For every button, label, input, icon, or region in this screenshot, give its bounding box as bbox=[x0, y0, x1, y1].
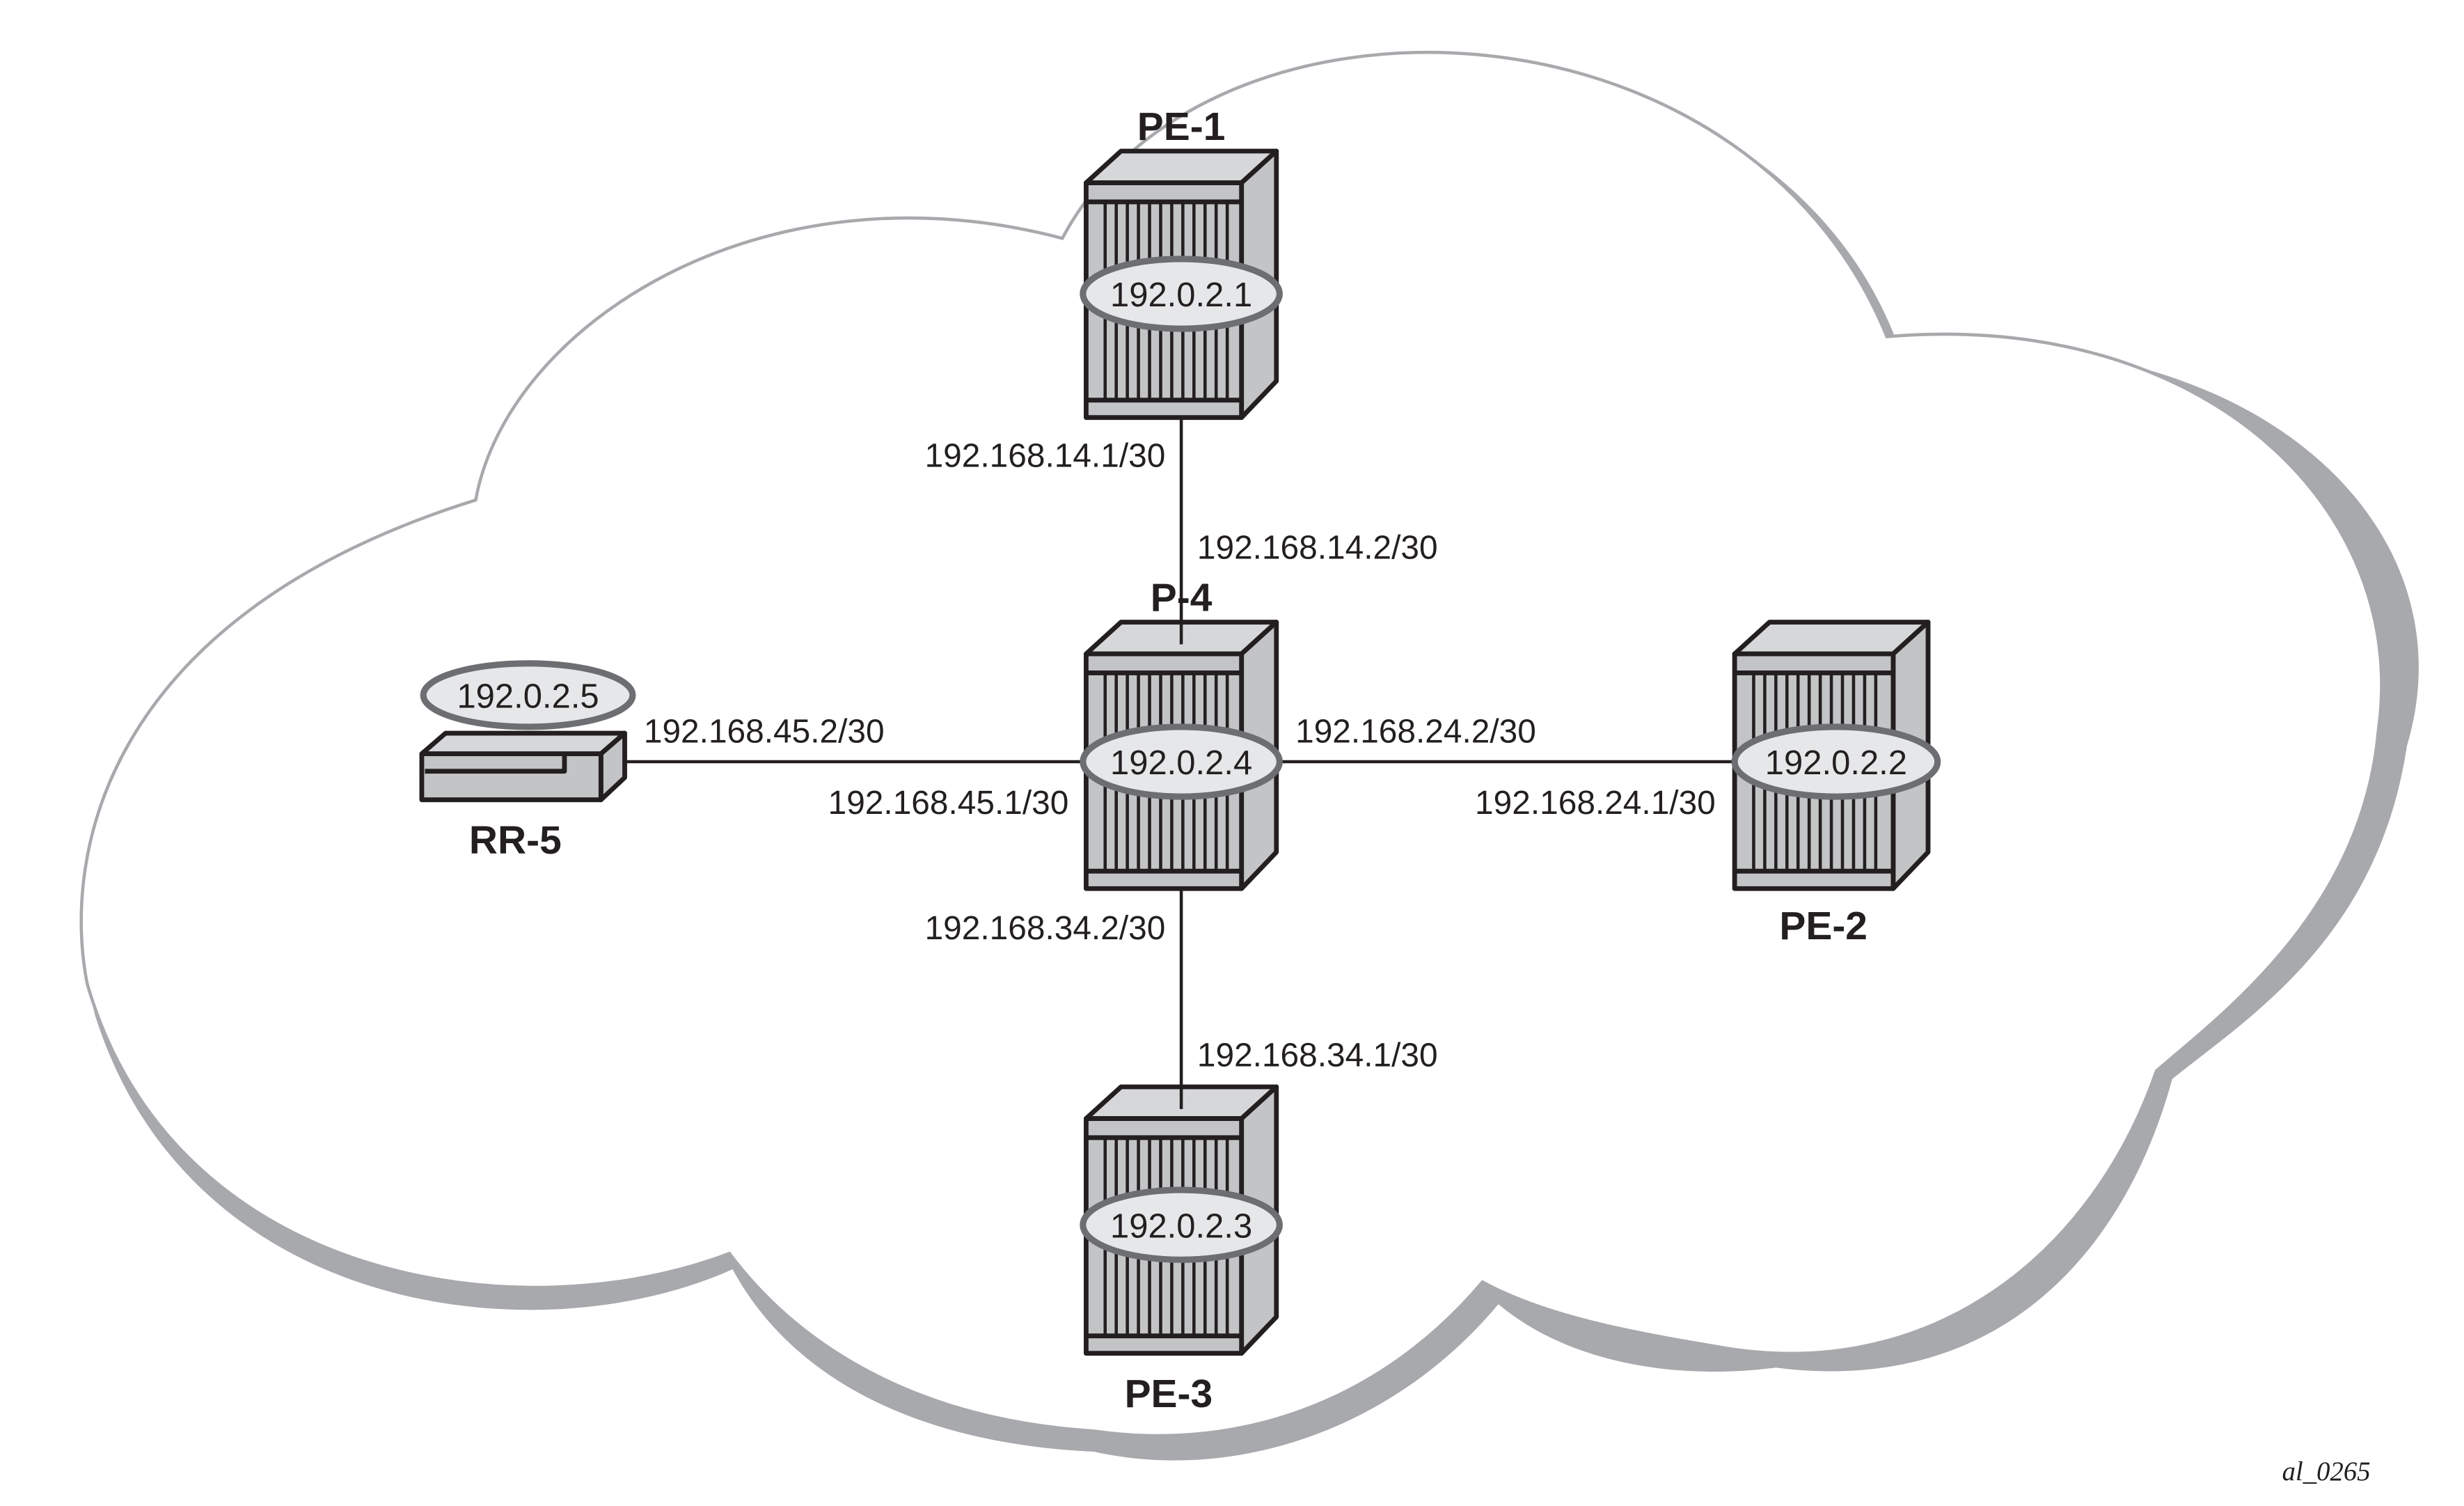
link-label-pe1-side: 192.168.14.1/30 bbox=[925, 437, 1166, 474]
device-pe-3[interactable]: 192.0.2.3 PE-3 bbox=[1080, 1084, 1283, 1416]
node-name-label: PE-1 bbox=[1137, 104, 1226, 149]
device-pe-1[interactable]: 192.0.2.1 PE-1 bbox=[1080, 104, 1283, 421]
device-top-face bbox=[419, 730, 627, 757]
device-rr-5[interactable]: 192.0.2.5 RR-5 bbox=[419, 660, 636, 863]
link-label-p4-left-side: 192.168.45.1/30 bbox=[828, 785, 1069, 822]
node-name-label: RR-5 bbox=[469, 818, 562, 863]
link-label-rr5-side: 192.168.45.2/30 bbox=[644, 714, 885, 751]
link-label-p4-right-side: 192.168.24.2/30 bbox=[1295, 714, 1536, 751]
system-ip-label: 192.0.2.5 bbox=[457, 678, 599, 716]
system-ip-oval bbox=[1731, 723, 1941, 800]
node-name-label: P-4 bbox=[1151, 576, 1213, 620]
system-ip-label: 192.0.2.2 bbox=[1765, 744, 1907, 782]
device-front-face bbox=[419, 751, 603, 803]
node-name-label: PE-3 bbox=[1125, 1372, 1213, 1416]
system-ip-oval bbox=[1080, 1186, 1283, 1263]
system-ip-label: 192.0.2.3 bbox=[1110, 1207, 1252, 1245]
link-label-pe2-side: 192.168.24.1/30 bbox=[1475, 785, 1716, 822]
system-ip-oval bbox=[1080, 256, 1283, 332]
device-p-4[interactable]: 192.0.2.4 P-4 bbox=[1080, 576, 1283, 891]
figure-id-label: al_0265 bbox=[2282, 1457, 2371, 1487]
link-label-p4-bottom-side: 192.168.34.2/30 bbox=[925, 910, 1166, 947]
node-name-label: PE-2 bbox=[1779, 904, 1867, 948]
system-ip-oval bbox=[1080, 723, 1283, 800]
system-ip-label: 192.0.2.1 bbox=[1110, 276, 1252, 314]
system-ip-label: 192.0.2.4 bbox=[1110, 744, 1252, 782]
system-ip-oval bbox=[420, 660, 636, 730]
device-pe-2[interactable]: 192.0.2.2 PE-2 bbox=[1731, 620, 1941, 949]
device-panel bbox=[425, 755, 567, 774]
link-label-pe3-side: 192.168.34.1/30 bbox=[1197, 1037, 1438, 1074]
link-label-p4-top-side: 192.168.14.2/30 bbox=[1197, 529, 1438, 566]
